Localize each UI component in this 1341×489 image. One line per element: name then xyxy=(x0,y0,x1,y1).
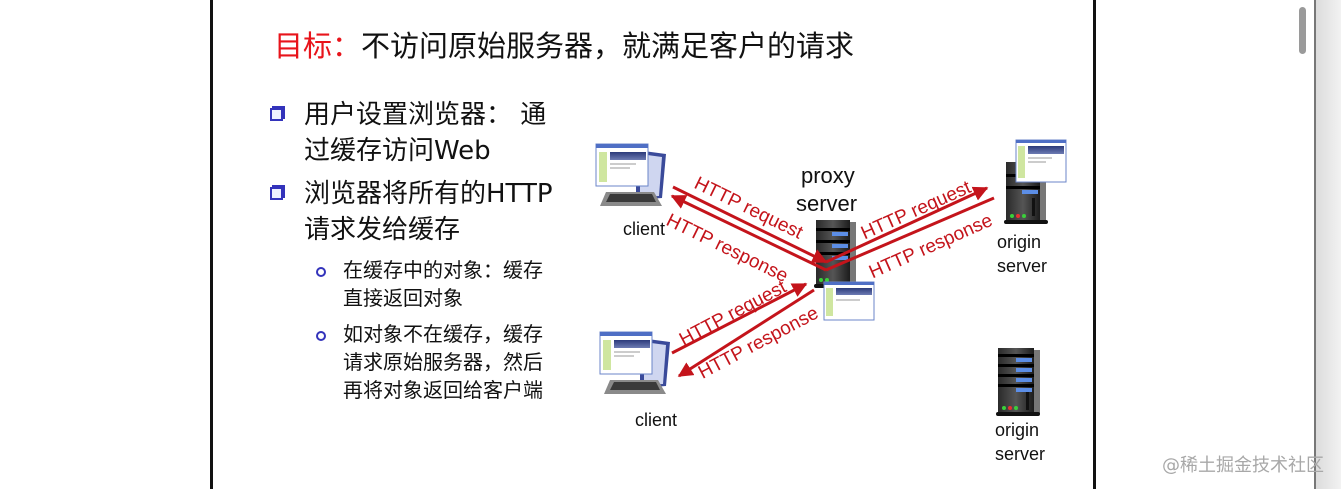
desktop-computer-icon xyxy=(595,143,666,206)
proxy-server-label: server xyxy=(796,191,858,216)
circle-bullet-icon xyxy=(316,267,326,277)
square-bullet-icon xyxy=(270,108,283,121)
vertical-scrollbar-thumb[interactable] xyxy=(1299,7,1306,54)
bullet-line: 如对象不在缓存，缓存 xyxy=(343,322,543,346)
origin-server-label: origin server xyxy=(997,230,1047,278)
client-label: client xyxy=(623,219,666,239)
bullet-line: 过缓存访问Web xyxy=(304,136,491,166)
bullet-line: 在缓存中的对象：缓存 xyxy=(343,258,543,282)
title-text: 不访问原始服务器，就满足客户的请求 xyxy=(361,29,855,63)
bullet-line: 直接返回对象 xyxy=(343,286,463,310)
side-panel xyxy=(1314,0,1341,489)
origin-server-label: origin server xyxy=(995,418,1045,466)
client-label: client xyxy=(635,410,678,430)
slide-title: 目标：不访问原始服务器，就满足客户的请求 xyxy=(274,26,854,66)
arrow-response-proxy-to-client xyxy=(670,194,827,272)
bullet-line: 请求发给缓存 xyxy=(304,215,461,245)
arrow-response-origin-to-proxy xyxy=(825,196,995,272)
bullet-line: 浏览器将所有的HTTP xyxy=(304,179,553,209)
proxy-label-line: proxy xyxy=(801,163,855,188)
origin-server-icon xyxy=(996,348,1040,416)
bullet-line: 用户设置浏览器： 通 xyxy=(304,100,547,130)
arrow-request-client-to-proxy xyxy=(671,282,808,355)
title-label: 目标： xyxy=(274,29,362,63)
desktop-computer-icon xyxy=(599,331,670,394)
bullet-line: 再将对象返回给客户端 xyxy=(343,378,543,402)
slide-frame xyxy=(210,0,1096,489)
origin-label-line: server xyxy=(997,256,1048,276)
arrow-response-proxy-to-client xyxy=(677,288,815,378)
watermark: @稀土掘金技术社区 xyxy=(1162,455,1324,476)
origin-label-line: origin xyxy=(995,420,1040,440)
origin-label-line: server xyxy=(995,444,1046,464)
origin-label-line: origin xyxy=(997,232,1042,252)
proxy-server-label: proxy xyxy=(801,162,855,190)
square-bullet-icon xyxy=(270,187,283,200)
origin-server-icon xyxy=(1004,139,1067,224)
arrow-request-client-to-proxy xyxy=(672,185,828,264)
bullet-line: 请求原始服务器，然后 xyxy=(343,350,543,374)
arrow-request-proxy-to-origin xyxy=(825,186,989,264)
circle-bullet-icon xyxy=(316,331,326,341)
